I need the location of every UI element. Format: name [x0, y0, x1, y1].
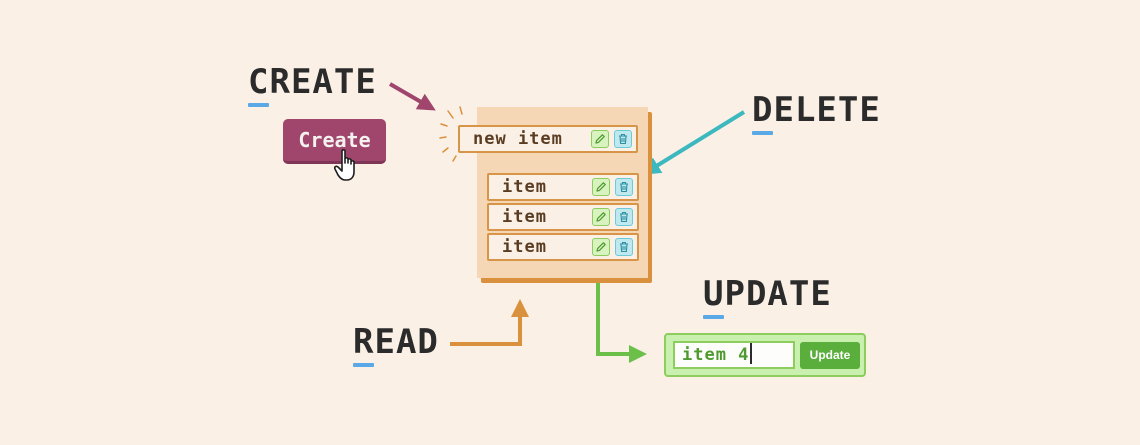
update-input-value: item 4: [682, 345, 750, 365]
delete-button[interactable]: [615, 178, 633, 196]
pencil-icon: [596, 242, 606, 252]
trash-icon: [619, 133, 627, 145]
edit-button[interactable]: [592, 238, 610, 256]
edit-button[interactable]: [592, 208, 610, 226]
update-input[interactable]: item 4: [673, 341, 795, 369]
update-button[interactable]: Update: [800, 342, 860, 369]
list-item-text: item: [502, 237, 547, 257]
update-label: UPDATE: [703, 274, 832, 319]
pencil-icon: [596, 212, 606, 222]
delete-label: DELETE: [752, 90, 881, 135]
pencil-icon: [596, 182, 606, 192]
update-arrow: [596, 266, 647, 363]
edit-button[interactable]: [591, 130, 609, 148]
read-arrow: [450, 299, 529, 346]
create-label: CREATE: [248, 62, 377, 107]
list-item-text: item: [502, 177, 547, 197]
hand-cursor-icon: [334, 149, 355, 181]
text-caret: [750, 343, 753, 364]
new-item-row: new item: [458, 125, 638, 153]
create-arrow: [388, 82, 436, 111]
update-form: item 4 Update: [664, 333, 866, 377]
delete-arrow: [642, 110, 746, 175]
trash-icon: [620, 211, 628, 223]
list-item: item: [487, 203, 639, 231]
create-button[interactable]: Create: [283, 119, 386, 164]
list-item: item: [487, 233, 639, 261]
new-item-text: new item: [473, 129, 563, 149]
read-label: READ: [353, 322, 439, 367]
list-item: item: [487, 173, 639, 201]
pencil-icon: [595, 134, 605, 144]
trash-icon: [620, 181, 628, 193]
sparkle-lines-icon: [439, 106, 463, 162]
edit-button[interactable]: [592, 178, 610, 196]
delete-button[interactable]: [615, 238, 633, 256]
delete-button[interactable]: [614, 130, 632, 148]
list-item-text: item: [502, 207, 547, 227]
delete-button[interactable]: [615, 208, 633, 226]
trash-icon: [620, 241, 628, 253]
